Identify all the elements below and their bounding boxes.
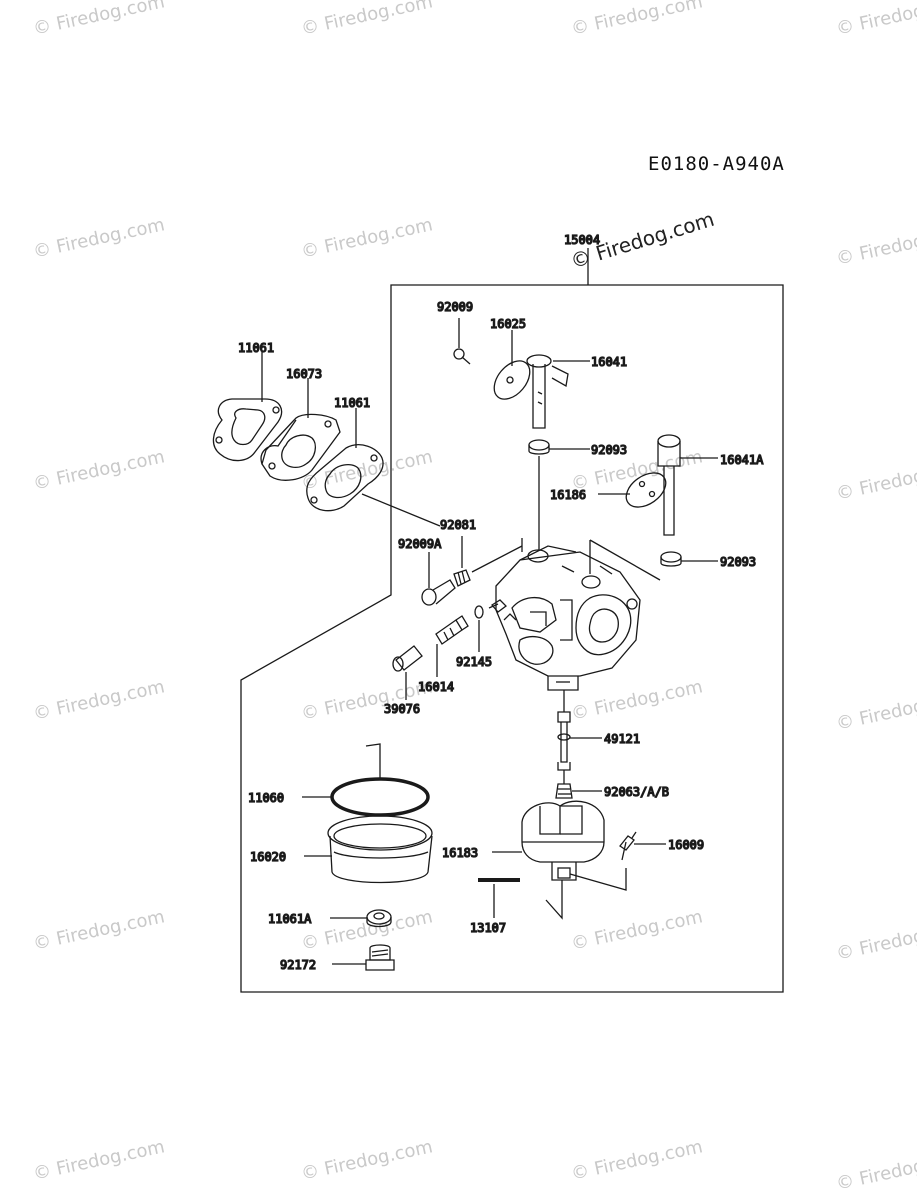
needle-valve-16009 xyxy=(619,831,637,861)
callout-13107: 13107 xyxy=(470,921,506,935)
callout-16041A: 16041A xyxy=(720,453,764,467)
callout-16020: 16020 xyxy=(250,850,286,864)
choke-valve-16186 xyxy=(625,472,667,508)
callout-92009: 92009 xyxy=(437,300,473,314)
spring-92081 xyxy=(453,569,471,587)
callout-49121: 49121 xyxy=(604,732,640,746)
callout-16183: 16183 xyxy=(442,846,478,860)
gasket-11061 xyxy=(212,398,283,462)
holder-39076 xyxy=(392,645,423,672)
leader-line xyxy=(488,603,499,609)
callout-15004: 15004 xyxy=(564,233,600,247)
callout-92172: 92172 xyxy=(280,958,316,972)
assembly-frame xyxy=(240,284,784,993)
callout-11061: 11061 xyxy=(334,396,370,410)
float-bowl-16020 xyxy=(327,815,433,884)
seal-92093 xyxy=(528,439,550,455)
throttle-shaft-16041 xyxy=(526,354,569,429)
spacer-16073 xyxy=(260,413,341,481)
callout-92145: 92145 xyxy=(456,655,492,669)
washer-11061A xyxy=(366,909,392,928)
callout-92081: 92081 xyxy=(440,518,476,532)
callout-92093: 92093 xyxy=(720,555,756,569)
callout-11060: 11060 xyxy=(248,791,284,805)
leader-line xyxy=(545,868,627,920)
callout-11061A: 11061A xyxy=(268,912,312,926)
callout-11061: 11061 xyxy=(238,341,274,355)
leader-line xyxy=(361,493,441,527)
callout-92093: 92093 xyxy=(591,443,627,457)
seal-92093 xyxy=(660,551,682,567)
callout-92063-a-b: 92063/A/B xyxy=(604,785,669,799)
callout-16073: 16073 xyxy=(286,367,322,381)
bowl-o-ring-11060 xyxy=(330,777,430,817)
main-jet-92063 xyxy=(555,783,573,799)
choke-shaft-16041A xyxy=(657,434,681,536)
callout-16186: 16186 xyxy=(550,488,586,502)
float-16183 xyxy=(521,800,605,881)
diagram-code: E0180-A940A xyxy=(648,153,785,175)
callout-16041: 16041 xyxy=(591,355,627,369)
screw-92009A xyxy=(421,579,456,606)
throttle-valve-16025 xyxy=(493,360,531,400)
leader-line xyxy=(471,545,523,573)
carburetor-body xyxy=(491,545,641,691)
emulsion-tube-49121 xyxy=(557,711,571,771)
screw-92009 xyxy=(453,348,471,365)
gasket-11061 xyxy=(306,444,384,512)
leader-line xyxy=(365,743,381,778)
o-ring-92145 xyxy=(474,605,484,619)
callout-39076: 39076 xyxy=(384,702,420,716)
callout-16009: 16009 xyxy=(668,838,704,852)
leader-line xyxy=(589,539,661,581)
drain-bolt-92172 xyxy=(365,944,395,971)
callout-16025: 16025 xyxy=(490,317,526,331)
callout-92009A: 92009A xyxy=(398,537,442,551)
pilot-jet-16014 xyxy=(435,615,469,645)
callout-16014: 16014 xyxy=(418,680,454,694)
